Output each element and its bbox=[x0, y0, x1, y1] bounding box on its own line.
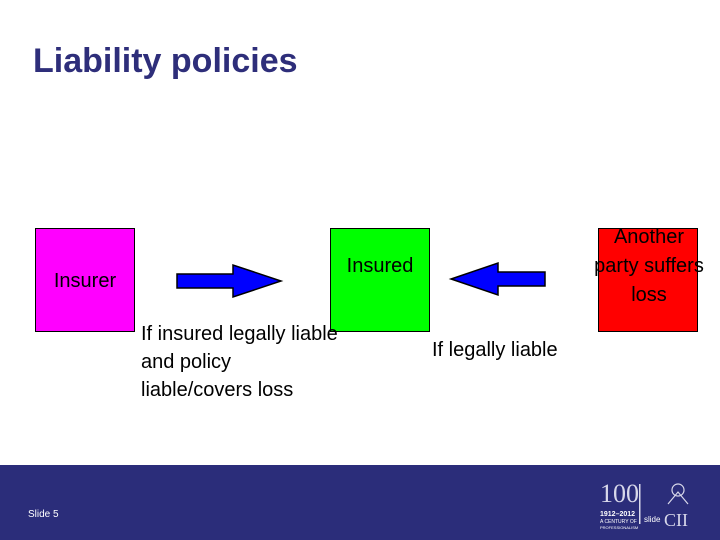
left-arrow-icon bbox=[448, 261, 546, 297]
right-arrow-icon bbox=[176, 263, 284, 299]
cii-logo-icon: 100 1912–2012 A CENTURY OF PROFESSIONALI… bbox=[600, 479, 689, 530]
other-party-box bbox=[598, 228, 698, 332]
svg-text:PROFESSIONALISM: PROFESSIONALISM bbox=[600, 525, 638, 530]
footer-band bbox=[0, 465, 720, 540]
insurer-label: Insurer bbox=[53, 270, 117, 292]
insurer-box bbox=[35, 228, 135, 332]
insured-label: Insured bbox=[346, 255, 414, 277]
svg-text:1912–2012: 1912–2012 bbox=[600, 511, 635, 518]
insurer-condition-text: If insured legally liable and policy lia… bbox=[141, 323, 338, 401]
page-title: Liability policies bbox=[33, 42, 298, 80]
svg-text:slide: slide bbox=[644, 515, 661, 524]
svg-text:100: 100 bbox=[600, 479, 639, 508]
slide-number: Slide 5 bbox=[28, 509, 59, 520]
svg-text:CII: CII bbox=[664, 510, 688, 530]
insured-condition-text: If legally liable bbox=[432, 339, 558, 361]
insured-box bbox=[330, 228, 430, 332]
svg-text:A CENTURY OF: A CENTURY OF bbox=[600, 519, 637, 525]
other-party-label: Another party suffers loss bbox=[594, 226, 704, 306]
